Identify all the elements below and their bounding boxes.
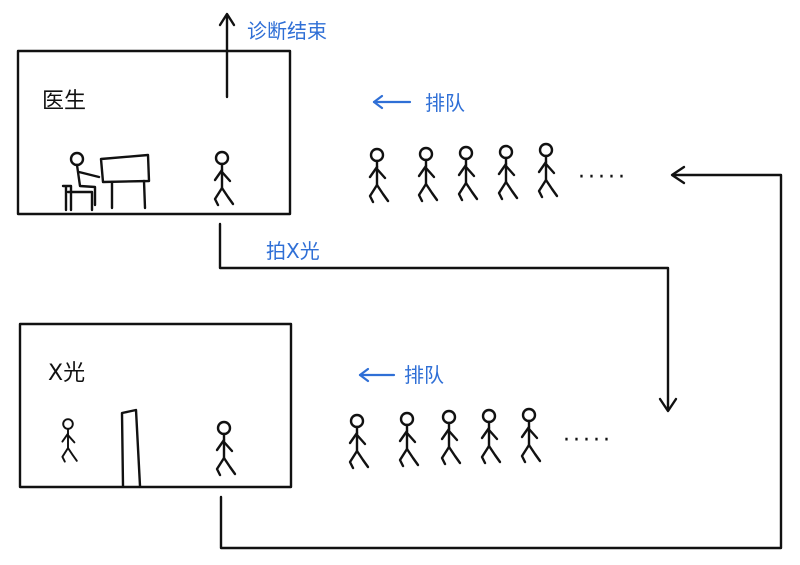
flow-arrow-return-to-doctor-queue <box>219 165 783 550</box>
doctor-room-label: 医生 <box>42 89 86 114</box>
queue-bottom-label: 排队 <box>404 363 444 387</box>
queue-person <box>497 144 519 201</box>
queue-person <box>440 409 462 466</box>
patient-in-doctor-room <box>213 150 235 207</box>
queue-person <box>348 413 370 470</box>
xray-room-label: X光 <box>48 361 85 386</box>
queue-person <box>368 147 390 204</box>
queue-person <box>398 411 420 468</box>
desk <box>99 153 151 210</box>
bottom-queue <box>348 407 542 470</box>
flow-arrow-to-xray <box>218 222 678 413</box>
seated-doctor-figure <box>61 151 101 212</box>
queue-person <box>457 145 479 202</box>
top-queue <box>368 142 559 204</box>
top-queue-ellipsis: ····· <box>578 165 628 190</box>
queue-person <box>480 408 502 465</box>
queue-person <box>520 407 542 464</box>
patient-in-xray-room <box>215 420 237 477</box>
doctor-room-box <box>16 49 292 216</box>
diagnosis-exit-arrow <box>218 12 236 99</box>
queue-person <box>417 146 439 203</box>
xray-technician-figure <box>61 418 78 463</box>
queue-top-label: 排队 <box>425 91 465 115</box>
queue-top-arrow <box>372 94 412 110</box>
bottom-queue-ellipsis: ····· <box>563 428 613 453</box>
queue-person <box>537 142 559 199</box>
diagnosis-done-label: 诊断结束 <box>247 19 327 43</box>
queue-bottom-arrow <box>358 367 396 383</box>
take-xray-label: 拍X光 <box>266 239 320 263</box>
xray-machine <box>120 408 142 488</box>
xray-room-box <box>18 322 293 489</box>
